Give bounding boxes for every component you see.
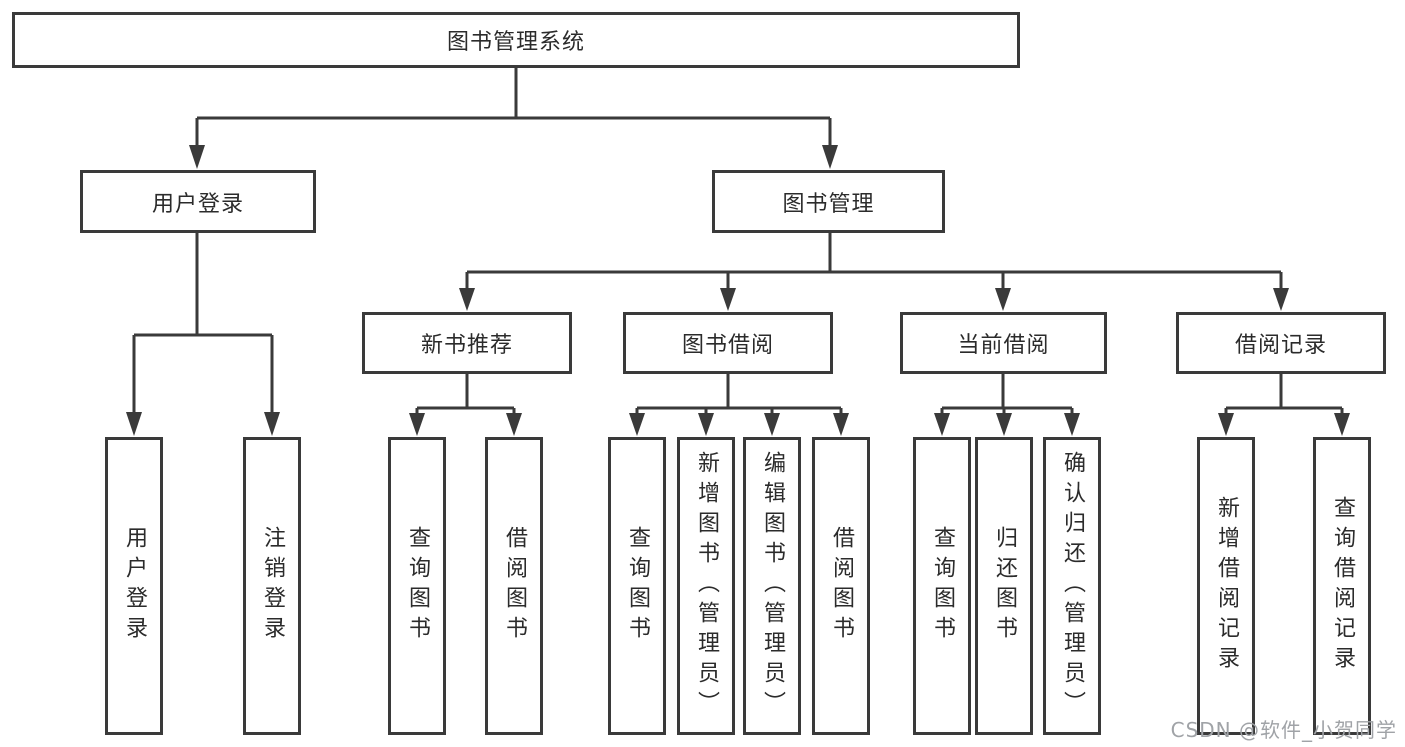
leaf-query-book-recommend-label: 查询图书: [405, 526, 430, 646]
leaf-query-borrow-record-label: 查询借阅记录: [1330, 496, 1355, 676]
watermark: CSDN @软件_小贺同学: [1170, 718, 1397, 742]
node-leaf-return-book: 归还图书: [975, 437, 1033, 735]
leaf-confirm-return-admin-label: 确认归还（管理员）: [1060, 451, 1085, 721]
leaf-add-book-admin-label: 新增图书（管理员）: [694, 451, 719, 721]
leaf-user-login-label: 用户登录: [122, 526, 147, 646]
node-new-book-recommend: 新书推荐: [362, 312, 572, 374]
node-current-borrow-label: 当前借阅: [957, 333, 1050, 358]
leaf-borrow-book-label: 借阅图书: [829, 526, 854, 646]
node-book-borrow-label: 图书借阅: [681, 333, 774, 358]
node-leaf-logout: 注销登录: [243, 437, 301, 735]
node-leaf-edit-book-admin: 编辑图书（管理员）: [743, 437, 801, 735]
node-root: 图书管理系统: [12, 12, 1020, 68]
node-leaf-add-borrow-record: 新增借阅记录: [1197, 437, 1255, 735]
node-new-book-recommend-label: 新书推荐: [420, 333, 513, 358]
node-leaf-query-borrow-record: 查询借阅记录: [1313, 437, 1371, 735]
leaf-borrow-book-recommend-label: 借阅图书: [502, 526, 527, 646]
leaf-add-borrow-record-label: 新增借阅记录: [1214, 496, 1239, 676]
node-current-borrow: 当前借阅: [900, 312, 1107, 374]
node-leaf-add-book-admin: 新增图书（管理员）: [677, 437, 735, 735]
node-leaf-borrow-book-recommend: 借阅图书: [485, 437, 543, 735]
node-borrow-records-label: 借阅记录: [1234, 333, 1327, 358]
leaf-query-book-current-label: 查询图书: [930, 526, 955, 646]
node-root-label: 图书管理系统: [446, 30, 585, 55]
node-book-borrow: 图书借阅: [623, 312, 833, 374]
node-borrow-records: 借阅记录: [1176, 312, 1386, 374]
leaf-logout-label: 注销登录: [260, 526, 285, 646]
node-book-management: 图书管理: [712, 170, 945, 233]
leaf-query-book-borrow-label: 查询图书: [625, 526, 650, 646]
node-leaf-borrow-book: 借阅图书: [812, 437, 870, 735]
node-leaf-confirm-return-admin: 确认归还（管理员）: [1043, 437, 1101, 735]
leaf-return-book-label: 归还图书: [992, 526, 1017, 646]
node-user-login-label: 用户登录: [151, 191, 244, 217]
node-leaf-query-book-current: 查询图书: [913, 437, 971, 735]
leaf-edit-book-admin-label: 编辑图书（管理员）: [760, 451, 785, 721]
node-book-management-label: 图书管理: [782, 191, 875, 217]
node-leaf-user-login: 用户登录: [105, 437, 163, 735]
node-user-login: 用户登录: [80, 170, 316, 233]
node-leaf-query-book-borrow: 查询图书: [608, 437, 666, 735]
node-leaf-query-book-recommend: 查询图书: [388, 437, 446, 735]
